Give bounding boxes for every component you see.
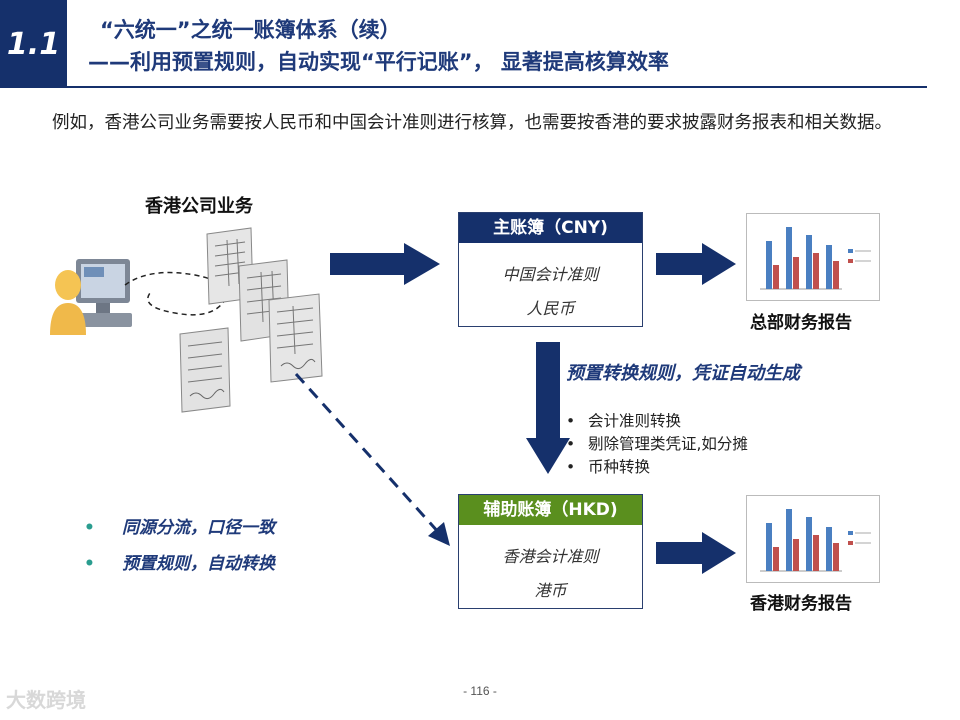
watermark: 大数跨境 — [6, 688, 86, 712]
page-title-line1: “六统一”之统一账簿体系（续） — [100, 18, 401, 42]
main-ledger-standard: 中国会计准则 — [502, 265, 599, 284]
intro-paragraph: 例如，香港公司业务需要按人民币和中国会计准则进行核算，也需要按香港的要求披露财务… — [52, 113, 892, 133]
key-point-item: 预置规则，自动转换 — [84, 546, 275, 582]
aux-ledger-title: 辅助账簿（HKD) — [459, 495, 642, 525]
document-icon — [268, 293, 323, 383]
page-number: - 116 - — [463, 684, 497, 698]
hk-business-label: 香港公司业务 — [145, 196, 253, 217]
key-point-item: 同源分流，口径一致 — [84, 510, 275, 546]
aux-ledger-currency: 港币 — [534, 581, 567, 600]
title-divider — [67, 86, 927, 88]
hk-report-label: 香港财务报告 — [750, 594, 852, 614]
hq-report-label: 总部财务报告 — [750, 313, 852, 333]
conversion-rule-item: 会计准则转换 — [566, 410, 748, 433]
hq-report-chart-icon — [746, 213, 880, 301]
hk-report-chart-icon — [746, 495, 880, 583]
computer-user-icon — [50, 259, 132, 335]
page-title-line2: ——利用预置规则，自动实现“平行记账”， 显著提高核算效率 — [88, 50, 669, 74]
main-ledger-title: 主账簿（CNY) — [459, 213, 642, 243]
conversion-rule-list: 会计准则转换 剔除管理类凭证,如分摊 币种转换 — [566, 410, 748, 479]
main-ledger-box: 主账簿（CNY) 中国会计准则 人民币 — [458, 212, 643, 327]
arrow-right-to-main-ledger — [330, 243, 440, 285]
conversion-rule-item: 剔除管理类凭证,如分摊 — [566, 433, 748, 456]
arrow-right-to-hk-report — [656, 532, 736, 574]
aux-ledger-box: 辅助账簿（HKD) 香港会计准则 港币 — [458, 494, 643, 609]
key-points-list: 同源分流，口径一致 预置规则，自动转换 — [84, 510, 275, 582]
arrow-down-conversion — [526, 342, 570, 474]
conversion-rule-title: 预置转换规则，凭证自动生成 — [566, 363, 800, 384]
main-ledger-currency: 人民币 — [526, 299, 575, 318]
section-number: 1.1 — [0, 0, 67, 88]
conversion-rule-item: 币种转换 — [566, 456, 748, 479]
aux-ledger-standard: 香港会计准则 — [502, 547, 599, 566]
document-icon — [179, 327, 231, 413]
dashed-arrow-to-aux-ledger — [294, 372, 450, 546]
arrow-right-to-hq-report — [656, 243, 736, 285]
